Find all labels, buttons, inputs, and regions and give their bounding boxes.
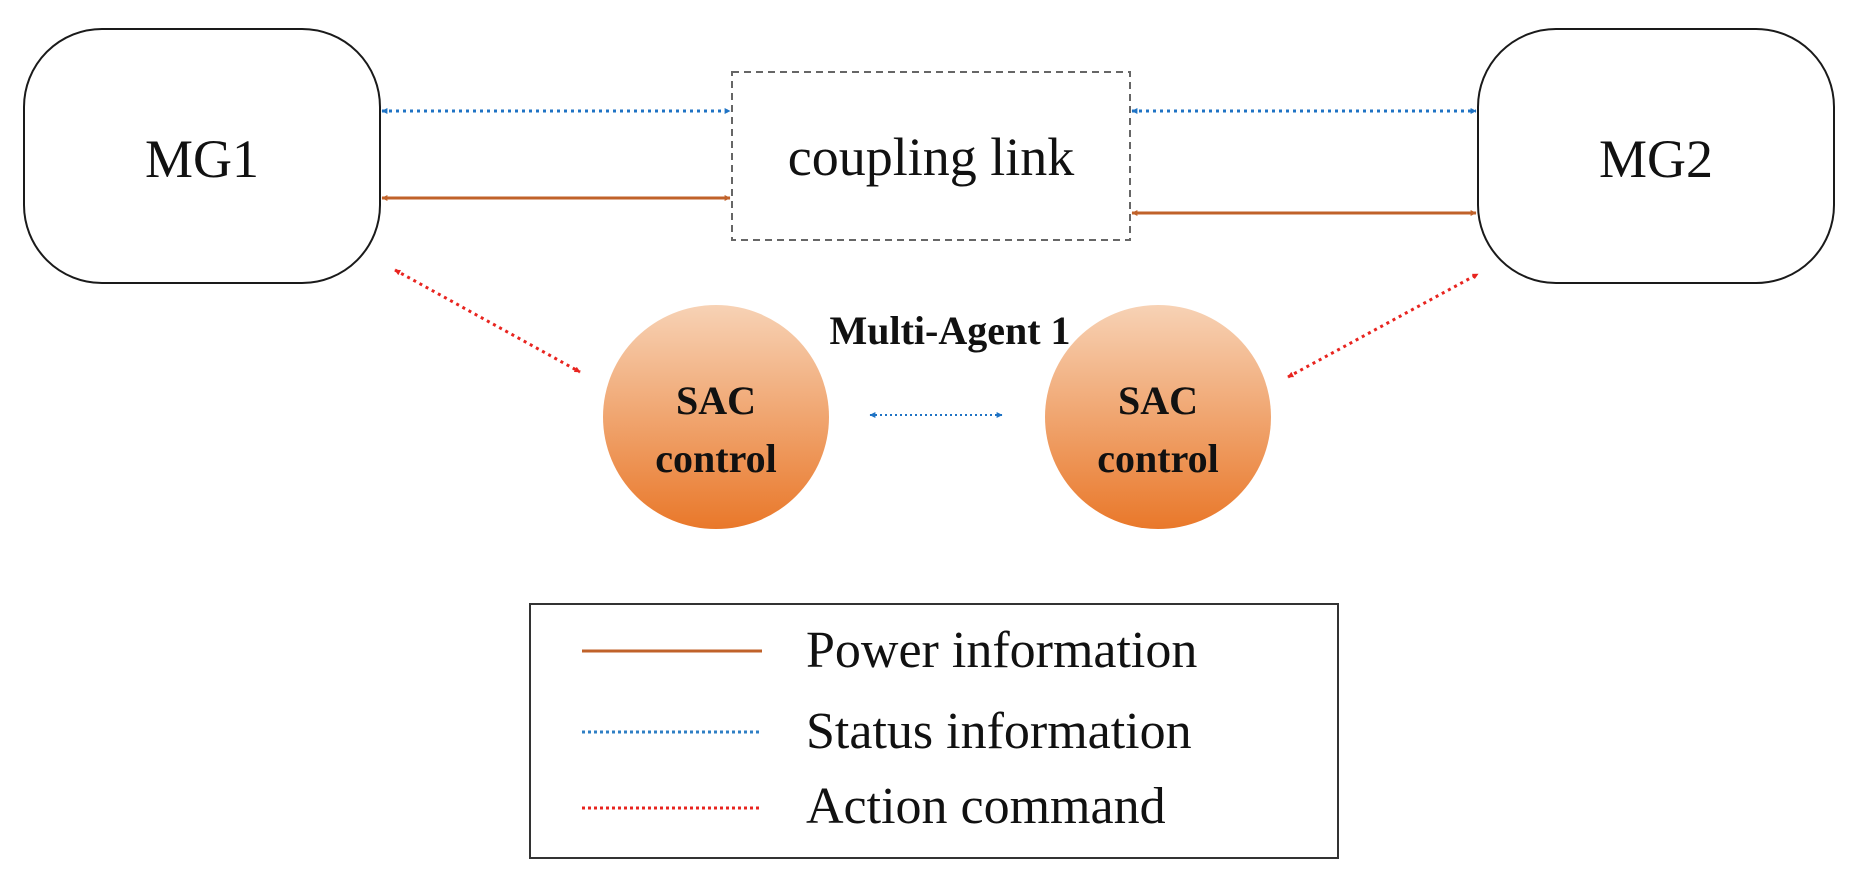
legend: Power information Status information Act… [529, 603, 1339, 859]
multi-agent-label: Multi-Agent 1 [829, 308, 1070, 353]
coupling-link-node: coupling link [731, 71, 1131, 241]
sac-control-agent-left: SAC control [603, 305, 829, 529]
legend-label-action: Action command [806, 778, 1166, 835]
sac-control-agent-right: SAC control [1045, 305, 1271, 529]
mg1-label: MG1 [145, 129, 259, 189]
mg2-node: MG2 [1477, 28, 1835, 284]
agent-left-line2: control [655, 436, 776, 481]
action-arrow-mg1-agent [394, 268, 581, 374]
agent-right-line1: SAC [1118, 378, 1198, 423]
agent-right-line2: control [1097, 436, 1218, 481]
legend-label-status: Status information [806, 703, 1192, 760]
legend-label-power: Power information [806, 622, 1197, 679]
agent-left-line1: SAC [676, 378, 756, 423]
action-arrow-agent-mg2 [1287, 272, 1479, 379]
coupling-link-label: coupling link [788, 127, 1074, 187]
mg2-label: MG2 [1599, 129, 1713, 189]
mg1-node: MG1 [23, 28, 381, 284]
